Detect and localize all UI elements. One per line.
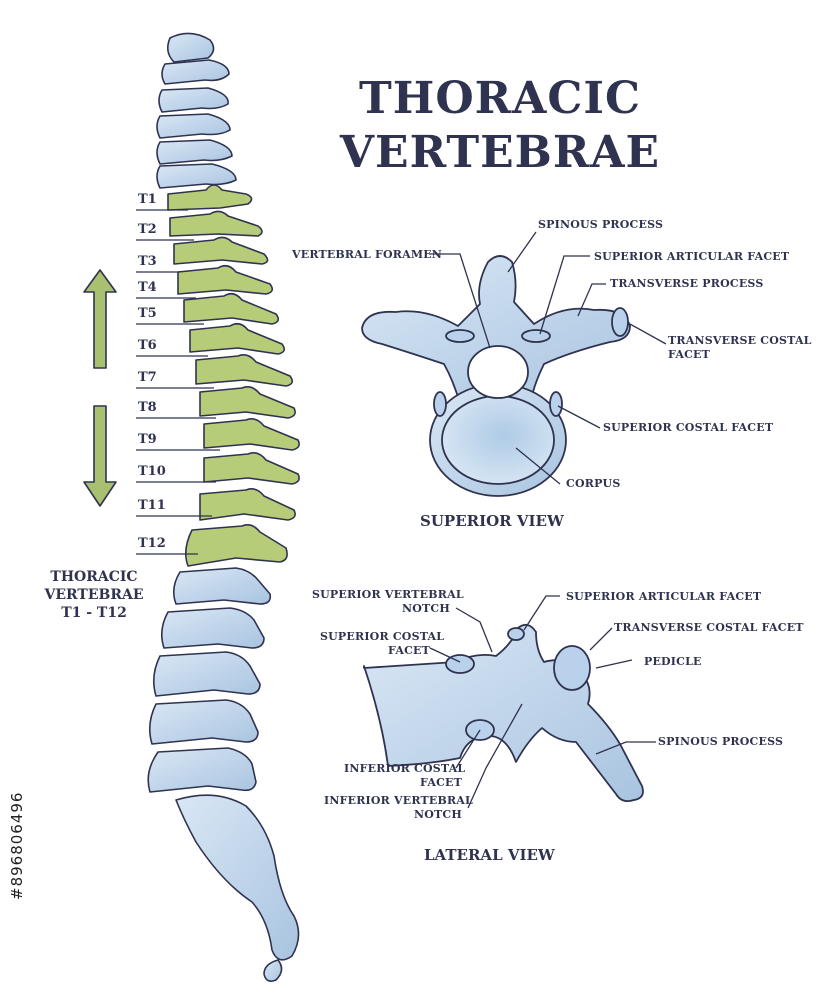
- superior-view-caption: SUPERIOR VIEW: [420, 512, 564, 530]
- up-arrow-icon: [83, 269, 117, 369]
- label-transverse-process: TRANSVERSE PROCESS: [610, 277, 764, 290]
- label-inferior-vertebral-notch-2: NOTCH: [414, 808, 462, 821]
- side-caption-line-2: VERTEBRAE: [44, 587, 144, 603]
- level-label-t2: T2: [138, 222, 157, 237]
- label-spinous-process-superior: SPINOUS PROCESS: [538, 218, 664, 231]
- label-superior-articular-facet-lateral: SUPERIOR ARTICULAR FACET: [566, 590, 762, 603]
- level-label-t7: T7: [138, 370, 157, 385]
- stock-id-text: #896806496: [8, 791, 26, 900]
- page-title: THORACIC VERTEBRAE: [300, 72, 700, 180]
- label-transverse-costal-facet-superior-1: TRANSVERSE COSTAL: [668, 334, 812, 347]
- level-label-t10: T10: [138, 464, 166, 479]
- side-caption-line-1: THORACIC: [50, 569, 138, 585]
- label-corpus: CORPUS: [566, 477, 621, 490]
- title-line-2: VERTEBRAE: [339, 127, 661, 178]
- down-arrow-icon: [83, 405, 117, 507]
- label-superior-vertebral-notch-1: SUPERIOR VERTEBRAL: [312, 588, 464, 601]
- label-superior-vertebral-notch-2: NOTCH: [402, 602, 450, 615]
- label-inferior-costal-facet-1: INFERIOR COSTAL: [344, 762, 466, 775]
- label-spinous-process-lateral: SPINOUS PROCESS: [658, 735, 784, 748]
- lateral-view-caption: LATERAL VIEW: [424, 846, 555, 864]
- title-line-1: THORACIC: [359, 73, 641, 124]
- cervical-vertebrae: [156, 32, 237, 189]
- label-transverse-costal-facet-lateral: TRANSVERSE COSTAL FACET: [614, 621, 804, 634]
- direction-arrows: [83, 269, 117, 507]
- side-caption-line-3: T1 - T12: [61, 605, 127, 621]
- level-label-t11: T11: [138, 498, 166, 513]
- thoracic-level-labels: [136, 209, 220, 555]
- superior-view-illustration: [361, 255, 631, 497]
- level-label-t12: T12: [138, 536, 166, 551]
- level-label-t6: T6: [138, 338, 157, 353]
- label-pedicle: PEDICLE: [644, 655, 702, 668]
- superior-view-leaders: [430, 231, 667, 485]
- thoracic-vertebrae: [167, 184, 300, 567]
- level-label-t1: T1: [138, 192, 157, 207]
- label-transverse-costal-facet-superior-2: FACET: [668, 348, 711, 361]
- side-caption: THORACIC VERTEBRAE T1 - T12: [34, 568, 154, 622]
- level-label-t3: T3: [138, 254, 157, 269]
- label-superior-costal-facet: SUPERIOR COSTAL FACET: [603, 421, 774, 434]
- level-label-t5: T5: [138, 306, 157, 321]
- spine-illustration: [147, 32, 300, 982]
- label-inferior-costal-facet-2: FACET: [420, 776, 463, 789]
- lateral-view-illustration: [363, 623, 644, 803]
- label-superior-costal-facet-lateral-2: FACET: [388, 644, 431, 657]
- level-label-t8: T8: [138, 400, 157, 415]
- label-vertebral-foramen: VERTEBRAL FORAMEN: [292, 248, 443, 261]
- lumbar-vertebrae: [147, 567, 300, 982]
- stock-id: #896806496: [2, 760, 42, 900]
- lateral-view-leaders: [429, 595, 656, 809]
- label-superior-costal-facet-lateral-1: SUPERIOR COSTAL: [320, 630, 445, 643]
- level-label-t4: T4: [138, 280, 157, 295]
- level-label-t9: T9: [138, 432, 157, 447]
- label-superior-articular-facet-superior: SUPERIOR ARTICULAR FACET: [594, 250, 790, 263]
- label-inferior-vertebral-notch-1: INFERIOR VERTEBRAL: [324, 794, 473, 807]
